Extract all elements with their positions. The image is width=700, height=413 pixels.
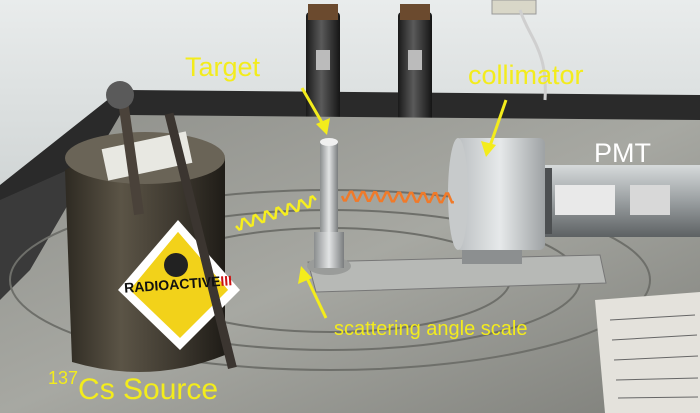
pmt-tube [535,165,700,237]
target-post [307,138,351,275]
annotation-arrows [298,87,508,319]
label-collimator: collimator [468,60,584,90]
arrow-scale-head [298,266,312,284]
background-tubes [306,4,432,130]
gamma-wave-incident [235,195,317,231]
papers [595,292,700,413]
label-source-mass-number: 137 [48,368,79,388]
label-scattering-angle-scale: scattering angle scale [334,318,528,340]
gamma-wave-scattered [340,190,454,204]
label-source-name: Cs Source [78,373,219,406]
cs-source-can [65,81,240,372]
arrow-collimator-line [488,99,508,147]
arrow-target-line [300,87,326,127]
can-label-class: III [219,272,233,290]
arrow-target-head [316,118,330,135]
label-target: Target [185,52,261,82]
wall-outlet [491,0,537,15]
arrow-scale-line [304,275,328,319]
label-pmt: PMT [594,138,651,168]
collimator-block [448,138,545,264]
arrow-collimator-head [481,141,496,157]
label-cs-source: 137Cs Source [48,368,219,407]
paper-lines [609,314,699,399]
cable [518,9,547,101]
